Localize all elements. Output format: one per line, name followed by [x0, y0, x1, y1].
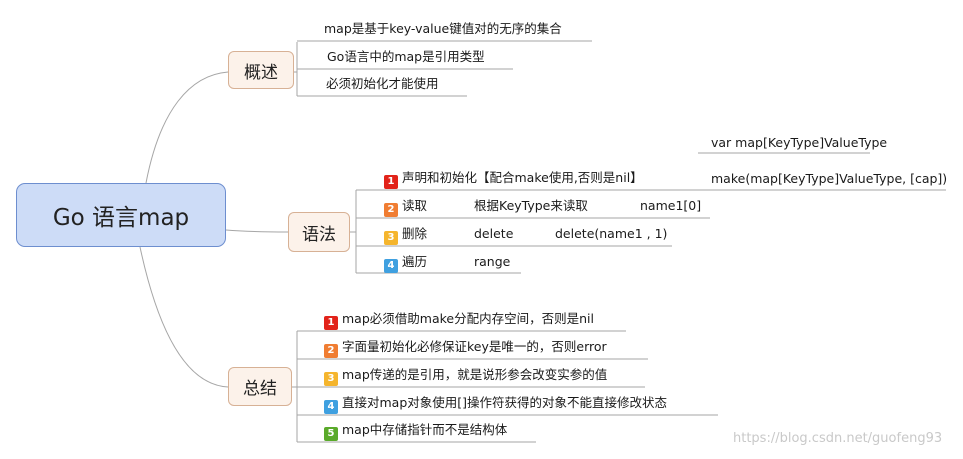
- number-2-badge-icon: 2: [324, 344, 338, 358]
- branch-summary[interactable]: 总结: [228, 367, 292, 406]
- number-4-badge-icon: 4: [324, 400, 338, 414]
- connector-root-syntax: [225, 229, 289, 233]
- summary-item-1-text: map必须借助make分配内存空间，否则是nil: [342, 311, 594, 326]
- summary-item-3-text: map传递的是引用，就是说形参会改变实参的值: [342, 367, 608, 382]
- summary-item-5-text: map中存储指针而不是结构体: [342, 422, 508, 437]
- number-4-badge-icon: 4: [384, 259, 398, 273]
- syntax-delete-code: delete(name1 , 1): [555, 226, 668, 241]
- syntax-read-code: name1[0]: [640, 198, 702, 213]
- number-1-badge-icon: 1: [324, 316, 338, 330]
- syntax-read-label: 读取: [402, 198, 428, 213]
- syntax-item-delete[interactable]: 3 删除: [384, 226, 427, 245]
- syntax-item-iterate[interactable]: 4 遍历: [384, 254, 427, 273]
- syntax-delete-label: 删除: [402, 226, 428, 241]
- syntax-delete-desc: delete: [474, 226, 514, 241]
- watermark: https://blog.csdn.net/guofeng93: [733, 431, 943, 446]
- number-1-badge-icon: 1: [384, 175, 398, 189]
- summary-item-5[interactable]: 5 map中存储指针而不是结构体: [324, 422, 507, 441]
- syntax-iterate-desc: range: [474, 254, 511, 269]
- connector-root-overview: [145, 71, 229, 184]
- syntax-declare-label: 声明和初始化【配合make使用,否则是nil】: [402, 170, 643, 185]
- overview-item-1[interactable]: map是基于key-value键值对的无序的集合: [324, 21, 562, 36]
- syntax-item-read[interactable]: 2 读取: [384, 198, 427, 217]
- summary-item-4[interactable]: 4 直接对map对象使用[]操作符获得的对象不能直接修改状态: [324, 395, 667, 414]
- overview-item-3[interactable]: 必须初始化才能使用: [326, 76, 439, 91]
- connector-root-summary: [139, 246, 229, 388]
- branch-overview-label: 概述: [244, 62, 278, 83]
- root-node[interactable]: Go 语言map: [16, 183, 226, 247]
- syntax-item-declare[interactable]: 1 声明和初始化【配合make使用,否则是nil】: [384, 170, 643, 189]
- branch-syntax[interactable]: 语法: [288, 212, 350, 252]
- number-5-badge-icon: 5: [324, 427, 338, 441]
- branch-summary-label: 总结: [243, 379, 277, 399]
- syntax-read-desc: 根据KeyType来读取: [474, 198, 588, 213]
- summary-item-2-text: 字面量初始化必修保证key是唯一的，否则error: [342, 339, 607, 354]
- syntax-declare-make-code: make(map[KeyType]ValueType, [cap]): [711, 171, 948, 186]
- root-label: Go 语言map: [52, 205, 190, 231]
- summary-item-3[interactable]: 3 map传递的是引用，就是说形参会改变实参的值: [324, 367, 607, 386]
- syntax-declare-var-code: var map[KeyType]ValueType: [711, 135, 888, 150]
- syntax-iterate-label: 遍历: [402, 254, 428, 269]
- number-2-badge-icon: 2: [384, 203, 398, 217]
- summary-item-4-text: 直接对map对象使用[]操作符获得的对象不能直接修改状态: [342, 395, 668, 410]
- summary-item-2[interactable]: 2 字面量初始化必修保证key是唯一的，否则error: [324, 339, 607, 358]
- branch-syntax-label: 语法: [302, 224, 336, 245]
- branch-overview[interactable]: 概述: [228, 51, 294, 89]
- number-3-badge-icon: 3: [384, 231, 398, 245]
- number-3-badge-icon: 3: [324, 372, 338, 386]
- overview-item-2[interactable]: Go语言中的map是引用类型: [327, 49, 485, 64]
- summary-item-1[interactable]: 1 map必须借助make分配内存空间，否则是nil: [324, 311, 594, 330]
